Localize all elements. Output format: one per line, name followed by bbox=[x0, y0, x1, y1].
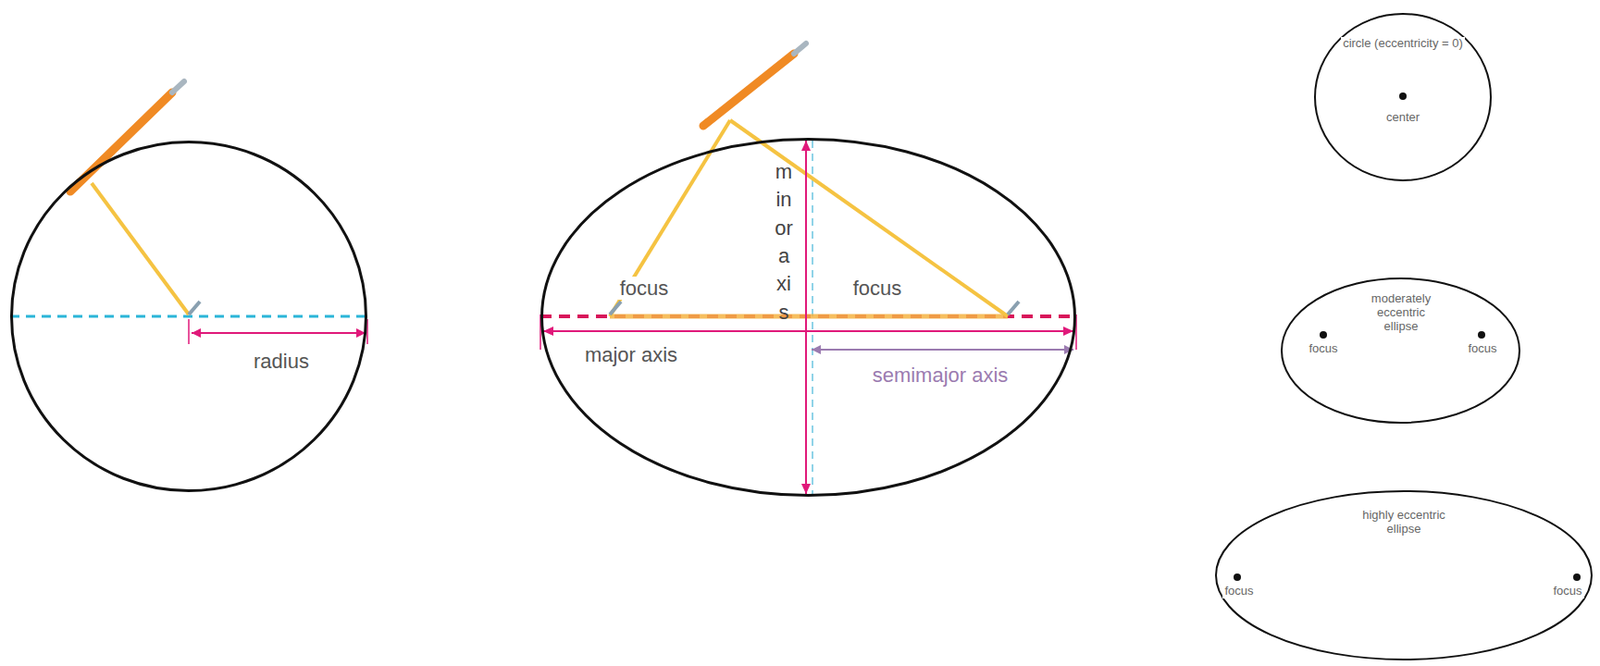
center-dot bbox=[1399, 92, 1407, 100]
shape-node: circle (eccentricity = 0) center bbox=[1314, 12, 1492, 182]
string bbox=[609, 120, 731, 317]
axis-label: major axis bbox=[582, 343, 680, 367]
focus-label: focus bbox=[1465, 342, 1499, 357]
major-axis-arrow bbox=[543, 330, 1074, 333]
arrowhead bbox=[1063, 326, 1074, 336]
string bbox=[91, 183, 189, 315]
axis-label: semimajor axis bbox=[870, 363, 1011, 387]
string-base bbox=[609, 314, 1008, 320]
pencil bbox=[703, 53, 794, 126]
arrowhead bbox=[811, 345, 821, 355]
pin bbox=[1007, 301, 1019, 315]
ellipse-outline bbox=[1215, 491, 1592, 660]
focus-dot bbox=[1477, 331, 1486, 339]
circle-outline bbox=[1314, 13, 1491, 181]
focus-label: focus bbox=[1222, 584, 1255, 599]
center-label: center bbox=[1384, 111, 1422, 125]
pin bbox=[188, 301, 200, 315]
arrowhead bbox=[543, 326, 554, 336]
pencil-end bbox=[172, 81, 185, 93]
shape-label: circle (eccentricity = 0) bbox=[1340, 37, 1465, 51]
axis-label: minor axis bbox=[773, 158, 794, 327]
focus-label: focus bbox=[618, 276, 671, 300]
shape-node: highly eccentric ellipse focus focus bbox=[1215, 490, 1593, 661]
focus-dot bbox=[1319, 331, 1328, 339]
focus-label: focus bbox=[851, 276, 905, 300]
radius-arrow bbox=[191, 332, 366, 335]
arrowhead bbox=[191, 328, 201, 338]
circle-outline bbox=[10, 140, 368, 493]
focus-label: focus bbox=[1306, 342, 1340, 357]
semimajor-axis-arrow bbox=[811, 348, 1074, 351]
shape-node: radius bbox=[10, 140, 368, 493]
arrowhead bbox=[801, 483, 811, 495]
string bbox=[730, 120, 1008, 317]
focus-dot bbox=[1233, 573, 1241, 582]
shape-node: minor axis focus focus major axis semimajor … bbox=[540, 137, 1077, 497]
minor-axis-arrow bbox=[805, 140, 807, 495]
pin bbox=[609, 301, 621, 315]
major-axis-line bbox=[540, 314, 1077, 319]
pencil bbox=[70, 92, 173, 192]
focus-label: focus bbox=[1550, 584, 1584, 599]
ellipse-outline bbox=[542, 139, 1076, 497]
ellipse-outline bbox=[1281, 278, 1520, 423]
shape-node: moderately eccentric ellipse focus focus bbox=[1280, 277, 1521, 424]
dimension-label: radius bbox=[251, 349, 311, 373]
arrowhead bbox=[801, 140, 811, 151]
ellipse-outline bbox=[540, 137, 1077, 497]
tick bbox=[187, 319, 190, 345]
pencil-end bbox=[793, 43, 807, 54]
diameter-line bbox=[10, 315, 368, 319]
shape-label: moderately eccentric ellipse bbox=[1357, 292, 1445, 335]
shape-label: highly eccentric ellipse bbox=[1360, 508, 1448, 537]
circle-outline bbox=[12, 142, 367, 492]
focus-dot bbox=[1573, 573, 1581, 582]
